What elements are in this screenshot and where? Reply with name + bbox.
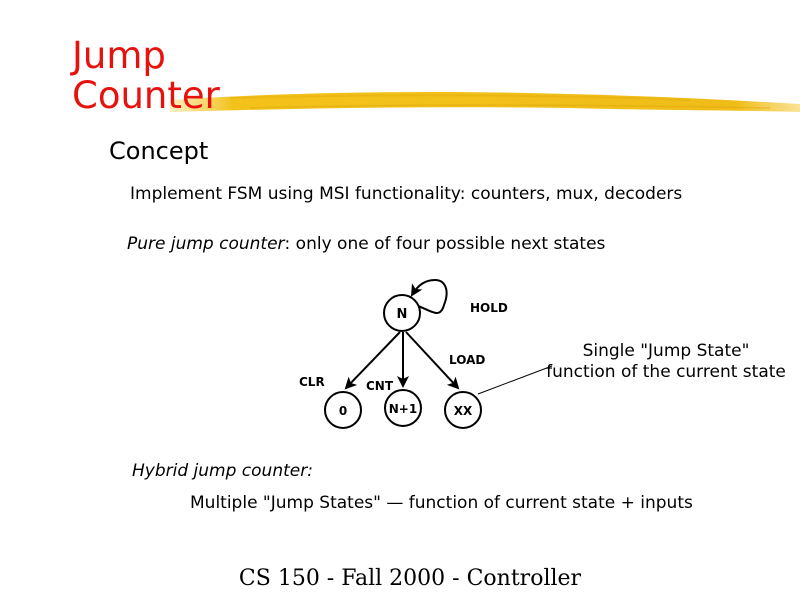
svg-text:XX: XX bbox=[454, 404, 473, 418]
section-heading: Concept bbox=[109, 137, 209, 165]
state-zero: 0 bbox=[324, 391, 362, 429]
state-n-plus-1: N+1 bbox=[384, 389, 422, 427]
label-hold: HOLD bbox=[470, 301, 508, 315]
hybrid-detail: Multiple "Jump States" — function of cur… bbox=[190, 493, 693, 513]
hold-loop-arrow bbox=[410, 278, 448, 314]
state-xx: XX bbox=[444, 391, 482, 429]
title-line-2: Counter bbox=[72, 74, 220, 117]
slide-title: Jump Counter bbox=[72, 36, 220, 116]
callout-leader-line bbox=[477, 365, 553, 395]
bullet-msi: Implement FSM using MSI functionality: c… bbox=[130, 184, 683, 204]
svg-text:N: N bbox=[397, 307, 408, 322]
bullet-pure-jump: Pure jump counter: only one of four poss… bbox=[127, 234, 605, 254]
load-arrow bbox=[405, 331, 460, 390]
slide-footer: CS 150 - Fall 2000 - Controller bbox=[238, 566, 582, 591]
title-line-1: Jump bbox=[72, 34, 166, 77]
label-cnt: CNT bbox=[366, 379, 394, 393]
label-clr: CLR bbox=[299, 375, 325, 389]
svg-text:0: 0 bbox=[339, 404, 347, 418]
pure-jump-term: Pure jump counter bbox=[127, 234, 285, 254]
hybrid-heading: Hybrid jump counter: bbox=[132, 461, 313, 481]
brush-stroke-decoration bbox=[170, 92, 800, 112]
svg-text:N+1: N+1 bbox=[389, 402, 417, 416]
label-load: LOAD bbox=[449, 353, 485, 367]
jump-state-callout: Single "Jump State" function of the curr… bbox=[546, 341, 786, 382]
state-n: N bbox=[383, 294, 421, 332]
pure-jump-desc: : only one of four possible next states bbox=[284, 234, 606, 254]
clr-arrow bbox=[344, 331, 401, 390]
